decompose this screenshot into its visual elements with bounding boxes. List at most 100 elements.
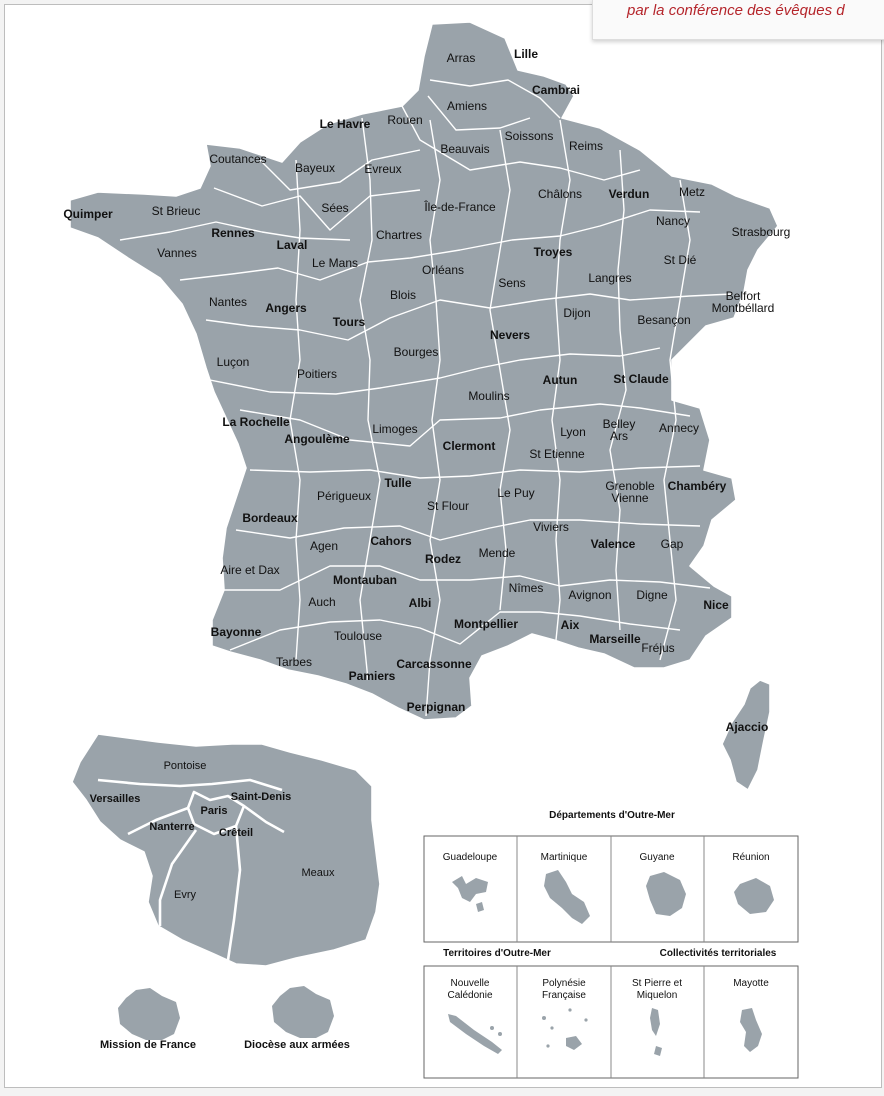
diocese-label-mende: Mende bbox=[479, 546, 516, 560]
idf-borders bbox=[97, 778, 285, 961]
diocese-label-autun: Autun bbox=[543, 373, 578, 387]
diocese-label-agen: Agen bbox=[310, 539, 338, 553]
diocese-label-carcassonne: Carcassonne bbox=[396, 657, 472, 671]
diocese-label-annecy: Annecy bbox=[659, 421, 699, 435]
diocese-label-evreux: Evreux bbox=[364, 162, 401, 176]
diocese-label-avignon: Avignon bbox=[568, 588, 611, 602]
diocese-label-quimper: Quimper bbox=[63, 207, 113, 221]
diocese-label-auch: Auch bbox=[308, 595, 335, 609]
diocese-label-perpignan: Perpignan bbox=[407, 700, 466, 714]
diocese-label-bayeux: Bayeux bbox=[295, 161, 335, 175]
diocese-label-le-mans: Le Mans bbox=[312, 256, 358, 270]
diocese-label-moulins: Moulins bbox=[468, 389, 509, 403]
diocese-label-meaux: Meaux bbox=[301, 867, 335, 879]
reunion-shape bbox=[734, 878, 774, 914]
diocese-label-frejus: Fréjus bbox=[641, 641, 674, 655]
diocese-label-rennes: Rennes bbox=[211, 226, 255, 240]
diocese-label-orleans: Orléans bbox=[422, 263, 464, 277]
banner-text: par la conférence des évêques d bbox=[627, 2, 845, 19]
diocese-label-la-rochelle: La Rochelle bbox=[222, 415, 290, 429]
guadeloupe-shape bbox=[452, 876, 488, 912]
diocese-label-strasbourg: Strasbourg bbox=[732, 225, 791, 239]
diocese-label-soissons: Soissons bbox=[505, 129, 554, 143]
diocese-label-aire-et-dax: Aire et Dax bbox=[220, 563, 279, 577]
diocese-label-lucon: Luçon bbox=[217, 355, 250, 369]
diocese-label-chartres: Chartres bbox=[376, 228, 422, 242]
tom-title: Territoires d'Outre-Mer bbox=[443, 948, 551, 959]
diocese-label-nevers: Nevers bbox=[490, 328, 530, 342]
diocese-label-metz: Metz bbox=[679, 185, 705, 199]
diocese-label-besancon: Besançon bbox=[637, 313, 690, 327]
diocese-label-versailles: Versailles bbox=[90, 793, 141, 805]
diocese-label-valence: Valence bbox=[591, 537, 636, 551]
dom-caption-2: Guyane bbox=[639, 852, 674, 863]
polynesie-shape bbox=[566, 1036, 582, 1050]
diocese-label-viviers: Viviers bbox=[533, 520, 569, 534]
tom-shapes bbox=[448, 1008, 762, 1056]
diocese-label-poitiers: Poitiers bbox=[297, 367, 337, 381]
mission-de-france-shape bbox=[118, 988, 180, 1040]
diocese-label-blois: Blois bbox=[390, 288, 416, 302]
diocese-label-amiens: Amiens bbox=[447, 99, 487, 113]
nouvelle-caledonie-shape bbox=[448, 1014, 502, 1054]
diocese-label-bayonne: Bayonne bbox=[211, 625, 262, 639]
dom-caption-0: Guadeloupe bbox=[443, 852, 498, 863]
diocese-aux-armees-shape bbox=[272, 986, 334, 1038]
diocese-label-le-puy: Le Puy bbox=[497, 486, 534, 500]
diocese-label-verdun: Verdun bbox=[609, 187, 650, 201]
diocese-label-toulouse: Toulouse bbox=[334, 629, 382, 643]
diocese-label-st-etienne: St Etienne bbox=[529, 447, 585, 461]
martinique-shape bbox=[544, 870, 590, 924]
guyane-shape bbox=[646, 872, 686, 916]
banner: par la conférence des évêques d bbox=[592, 0, 884, 40]
diocese-label-lille: Lille bbox=[514, 47, 538, 61]
diocese-label-nantes: Nantes bbox=[209, 295, 247, 309]
corsica-shape bbox=[721, 679, 771, 791]
diocese-label-langres: Langres bbox=[588, 271, 631, 285]
diocese-label-pamiers: Pamiers bbox=[349, 669, 396, 683]
diocese-label-clermont: Clermont bbox=[443, 439, 496, 453]
diocese-label-saint-denis: Saint-Denis bbox=[231, 791, 292, 803]
diocese-label-montpellier: Montpellier bbox=[454, 617, 518, 631]
diocese-label-coutances: Coutances bbox=[209, 152, 266, 166]
diocese-label-aix: Aix bbox=[561, 618, 580, 632]
diocese-borders bbox=[119, 79, 733, 717]
idf-shape bbox=[71, 733, 381, 967]
mayotte-shape bbox=[740, 1008, 762, 1052]
diocese-label-bourges: Bourges bbox=[394, 345, 439, 359]
diocese-label-chalons: Châlons bbox=[538, 187, 582, 201]
diocese-label-lyon: Lyon bbox=[560, 425, 586, 439]
diocese-label-nimes: Nîmes bbox=[509, 581, 544, 595]
diocese-label-troyes: Troyes bbox=[534, 245, 573, 259]
diocese-label-st-claude: St Claude bbox=[613, 372, 669, 386]
diocese-label-vannes: Vannes bbox=[157, 246, 197, 260]
mission-de-france-label: Mission de France bbox=[100, 1039, 196, 1051]
diocese-label-reims: Reims bbox=[569, 139, 603, 153]
diocese-label-tours: Tours bbox=[333, 315, 366, 329]
diocese-label-creteil: Crêteil bbox=[219, 827, 253, 839]
diocese-label-sens: Sens bbox=[498, 276, 525, 290]
diocese-label-rouen: Rouen bbox=[387, 113, 422, 127]
diocese-label-nanterre: Nanterre bbox=[149, 821, 194, 833]
diocese-label-albi: Albi bbox=[409, 596, 432, 610]
diocese-label-montauban: Montauban bbox=[333, 573, 397, 587]
dom-title: Départements d'Outre-Mer bbox=[549, 810, 675, 821]
diocese-label-tarbes: Tarbes bbox=[276, 655, 312, 669]
diocese-label-st-die: St Dié bbox=[664, 253, 697, 267]
diocese-label-ile-de-france: Île-de-France bbox=[423, 199, 496, 214]
diocese-label-chambery: Chambéry bbox=[668, 479, 727, 493]
dom-caption-1: Martinique bbox=[541, 852, 588, 863]
diocese-label-tulle: Tulle bbox=[384, 476, 411, 490]
diocese-label-arras: Arras bbox=[447, 51, 476, 65]
diocese-label-nancy: Nancy bbox=[656, 214, 690, 228]
